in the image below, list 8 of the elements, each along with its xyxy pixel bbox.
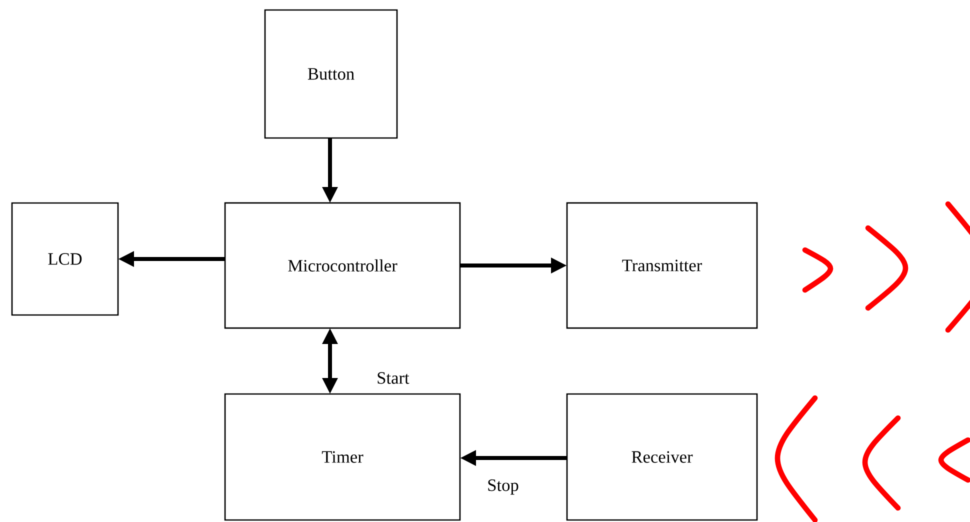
block-box: Transmitter — [566, 202, 758, 329]
edge-label: Stop — [486, 478, 520, 496]
block-box: Microcontroller — [224, 202, 461, 329]
block-box: Receiver — [566, 393, 758, 521]
block-box: Button — [264, 9, 398, 139]
edge-label: Start — [375, 370, 411, 386]
block-box: Timer — [224, 393, 461, 521]
block-box: LCD — [11, 202, 119, 316]
